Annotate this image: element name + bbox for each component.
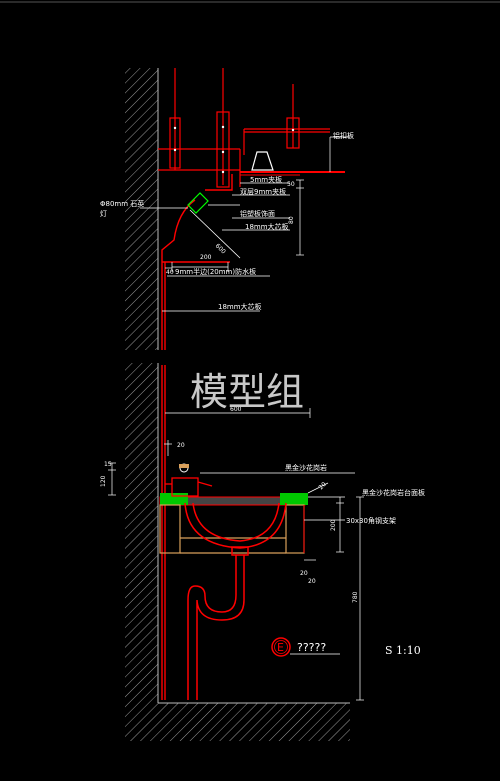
dim-20-top: 20 <box>177 442 185 449</box>
wall-hatch <box>125 68 350 741</box>
label-board-18mm: 18mm大芯板 <box>245 222 289 231</box>
label-light-line2: 灯 <box>100 209 107 218</box>
dim-20-right: 20 <box>308 578 316 585</box>
label-faucet-stone: 黑金沙花岗岩 <box>285 463 327 472</box>
dim-780: 780 <box>352 591 359 603</box>
dim-15: 15 <box>104 461 112 468</box>
label-light: Φ80mm 石英 <box>100 199 144 208</box>
watermark: 模型组 <box>190 370 304 414</box>
hanger-bolts <box>173 125 295 174</box>
dim-20-countertop: 20 <box>317 481 327 491</box>
dim-200: 200 <box>200 254 212 261</box>
dim-50: 50 <box>287 181 295 188</box>
section-mark-letter: E <box>277 641 284 654</box>
dim-200-basin: 200 <box>330 519 337 531</box>
label-countertop: 黑金沙花岗岩台面板 <box>362 488 425 497</box>
dim-600: 600 <box>230 406 242 413</box>
section-mark <box>271 637 340 657</box>
label-bracket: 30x30角钢支架 <box>346 516 396 525</box>
dim-20-left: 20 <box>300 570 308 577</box>
dim-120: 120 <box>100 475 107 487</box>
dim-600-diag: 600 <box>214 242 227 255</box>
ceiling-bulkhead <box>161 174 233 350</box>
label-aluminum-panel: 铝扣板 <box>333 131 354 140</box>
light-fixture <box>187 192 241 259</box>
dim-40: 40 <box>166 269 174 276</box>
vanity-cabinet <box>159 493 308 554</box>
faucet <box>165 463 213 497</box>
label-double-plywood: 双层9mm夹板 <box>240 187 286 196</box>
section-mark-title: ????? <box>297 641 326 654</box>
lower-wall-board <box>161 365 166 700</box>
dim-80: 80 <box>288 216 295 224</box>
basin <box>184 502 287 556</box>
label-plywood-5mm: 5mm夹板 <box>250 175 282 184</box>
upper-dimensions <box>140 136 350 312</box>
ceiling-hangers <box>158 68 330 188</box>
label-wall-board: 18mm大芯板 <box>218 302 262 311</box>
scale-label: S 1:10 <box>385 644 421 657</box>
label-waterproof-board: 9mm半边(20mm)防水板 <box>175 267 256 276</box>
drain-pipe <box>187 555 245 700</box>
label-aluminum-finish: 铝塑板饰面 <box>240 209 275 218</box>
aluminum-ceiling-profile <box>240 151 345 176</box>
lower-dimensions <box>108 408 364 701</box>
